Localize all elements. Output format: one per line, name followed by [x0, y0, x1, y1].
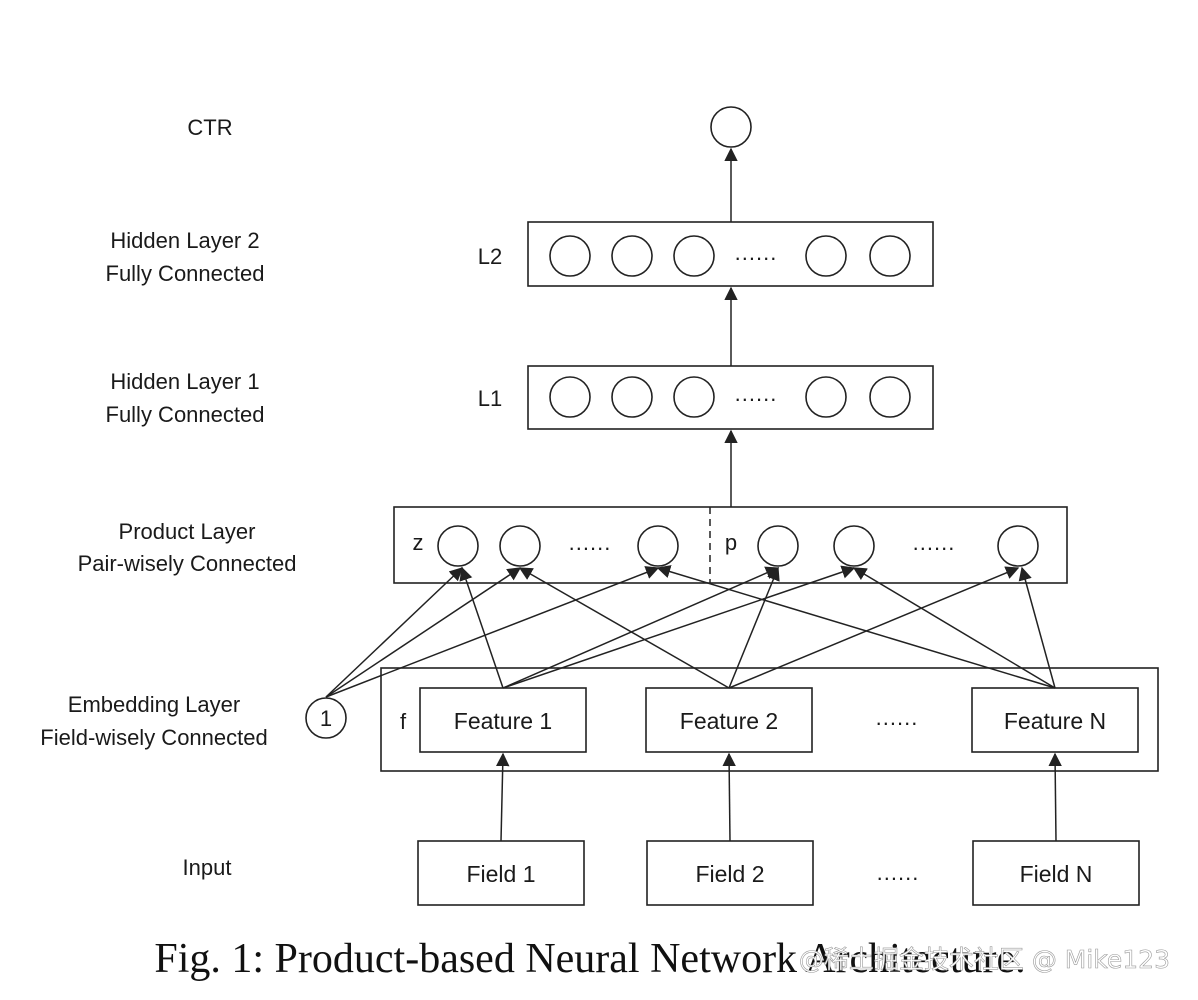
hidden-layer-2-tag: L2	[478, 244, 502, 269]
hidden-1-neuron	[869, 376, 911, 418]
hidden-2-neuron	[805, 235, 847, 277]
field-label: Field N	[1020, 861, 1093, 887]
product-layer-label: Product Layer	[119, 519, 256, 544]
hidden-layer-1-sublabel: Fully Connected	[106, 402, 265, 427]
product-p-node	[833, 525, 875, 567]
arrow-field-to-feature	[1048, 752, 1062, 842]
input-layer-label: Input	[183, 855, 232, 880]
edge-feature2-to-p	[728, 566, 1020, 689]
edge-feature2-to-z	[518, 567, 730, 689]
product-z-tag: z	[413, 530, 424, 555]
embedding-layer-sublabel: Field-wisely Connected	[40, 725, 267, 750]
edge-bias-to-z	[325, 567, 463, 698]
hidden-layer-1-box	[527, 365, 934, 430]
hidden-layer-1-label: Hidden Layer 1	[110, 369, 259, 394]
field-ellipsis: ......	[877, 860, 920, 885]
edge-feature1-to-z	[459, 566, 504, 689]
field-label: Field 2	[695, 861, 764, 887]
watermark: @稀土掘金技术社区 @ Mike123	[799, 945, 1170, 974]
edge-featureN-to-p	[1018, 566, 1056, 689]
hidden-layer-2-label: Hidden Layer 2	[110, 228, 259, 253]
edge-feature1-to-p	[502, 565, 856, 689]
feature-label: Feature 2	[680, 708, 778, 734]
arrow-field-to-feature	[722, 752, 736, 842]
bias-node	[305, 697, 347, 739]
hidden-2-neuron	[549, 235, 591, 277]
edge-featureN-to-p	[852, 567, 1056, 689]
hidden-1-neuron	[611, 376, 653, 418]
figure-caption: Fig. 1: Product-based Neural Network Arc…	[154, 936, 1025, 982]
product-z-node	[637, 525, 679, 567]
hidden-2-neuron	[869, 235, 911, 277]
feature-ellipsis: ......	[876, 705, 919, 730]
hidden-1-neuron	[673, 376, 715, 418]
edge-feature2-to-p	[728, 566, 780, 689]
hidden-1-neuron	[549, 376, 591, 418]
feature-box	[645, 687, 813, 753]
hidden-1-neuron	[805, 376, 847, 418]
field-box	[646, 840, 814, 906]
ctr-output-node	[710, 106, 752, 148]
product-layer-sublabel: Pair-wisely Connected	[78, 551, 297, 576]
hidden-1-ellipsis: ......	[735, 381, 778, 406]
product-z-node	[499, 525, 541, 567]
product-p-ellipsis: ......	[913, 530, 956, 555]
product-p-tag: p	[725, 530, 737, 555]
hidden-layer-2-box	[527, 221, 934, 287]
edge-feature1-to-p	[502, 566, 780, 689]
feature-label: Feature N	[1004, 708, 1106, 734]
product-p-node	[997, 525, 1039, 567]
edge-bias-to-z	[325, 566, 660, 698]
bias-node-label: 1	[320, 706, 332, 731]
hidden-layer-2-sublabel: Fully Connected	[106, 261, 265, 286]
hidden-2-neuron	[673, 235, 715, 277]
product-z-node	[437, 525, 479, 567]
field-label: Field 1	[466, 861, 535, 887]
embedding-f-tag: f	[400, 709, 407, 734]
hidden-layer-1-tag: L1	[478, 386, 502, 411]
feature-label: Feature 1	[454, 708, 552, 734]
embedding-layer-label: Embedding Layer	[68, 692, 240, 717]
edge-bias-to-z	[325, 567, 522, 698]
arrow-field-to-feature	[495, 752, 510, 842]
product-z-ellipsis: ......	[569, 530, 612, 555]
hidden-2-neuron	[611, 235, 653, 277]
feature-box	[971, 687, 1139, 753]
product-p-node	[757, 525, 799, 567]
edge-featureN-to-z	[656, 565, 1056, 689]
field-box	[417, 840, 585, 906]
hidden-2-ellipsis: ......	[735, 240, 778, 265]
feature-box	[419, 687, 587, 753]
ctr-layer-label: CTR	[187, 115, 232, 140]
